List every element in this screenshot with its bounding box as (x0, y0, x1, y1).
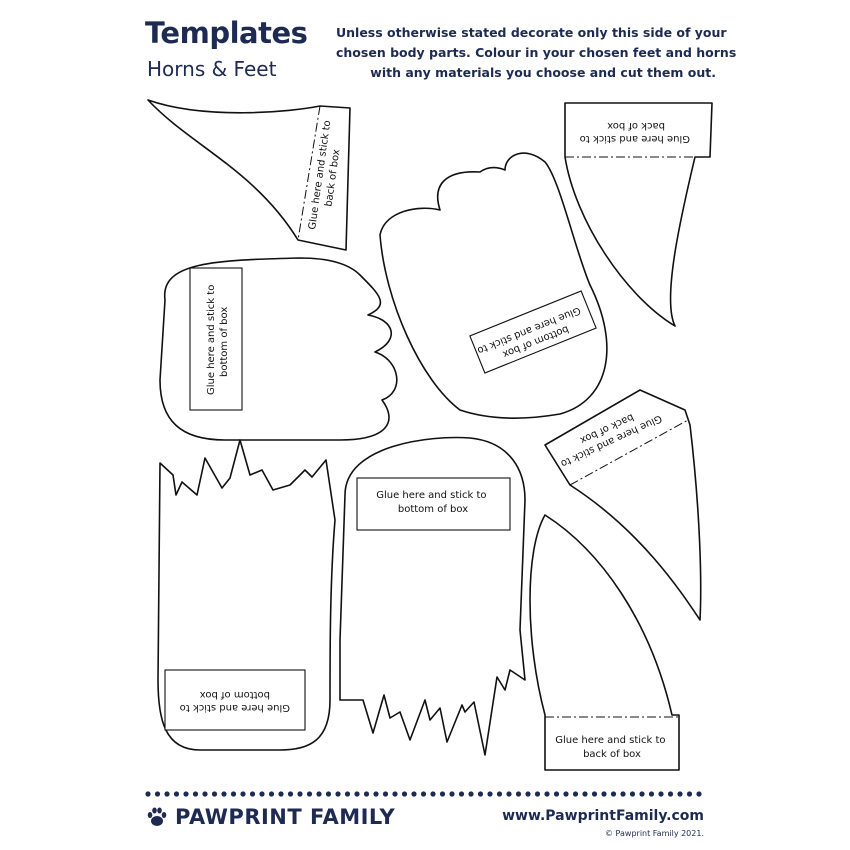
divider-dot (173, 791, 180, 797)
divider-dot (259, 791, 265, 797)
page-subtitle: Horns & Feet (147, 57, 277, 81)
divider-dot (363, 791, 370, 797)
divider-dot (458, 791, 465, 797)
divider-dot (667, 791, 674, 797)
divider-dot (582, 791, 588, 797)
instruction-line: with any materials you choose and cut th… (370, 65, 716, 80)
divider-dot (401, 791, 408, 797)
copyright: © Pawprint Family 2021. (605, 829, 704, 838)
divider-dot (572, 791, 579, 797)
divider-dot (439, 791, 446, 797)
divider-dot (534, 791, 541, 797)
divider-dot (563, 791, 569, 797)
divider-dot (316, 791, 322, 797)
divider-dot (344, 791, 351, 797)
divider-dot (221, 791, 227, 797)
divider-dot (430, 791, 436, 797)
divider-dot (230, 791, 237, 797)
divider-dot (335, 791, 341, 797)
brand: PAWPRINT FAMILY (145, 805, 395, 829)
divider-dot (449, 791, 455, 797)
instruction-line: Unless otherwise stated decorate only th… (336, 25, 727, 40)
divider-dot (629, 791, 636, 797)
svg-text:Glue here and stick to b: Glue here and stick to bottom of box (176, 689, 290, 713)
horn-bottom-right[interactable]: Glue here and stick to back of box (529, 514, 680, 771)
divider-dot (420, 791, 427, 797)
divider-dot (354, 791, 360, 797)
divider-dot (677, 791, 683, 797)
divider-dot (154, 791, 161, 797)
divider-dot (468, 791, 474, 797)
divider-dot (306, 791, 313, 797)
divider-dot (515, 791, 522, 797)
glue-label-line: Glue here and stick to (376, 490, 486, 501)
divider-dot (553, 791, 560, 797)
glue-area-box (469, 290, 597, 374)
divider-dot (601, 791, 607, 797)
divider-dot (297, 791, 303, 797)
glue-label-line: bottom of box (398, 504, 468, 515)
glue-label: Glue here and stick to bottom of box (376, 490, 490, 515)
divider-dot (373, 791, 379, 797)
divider-dot (496, 791, 503, 797)
divider-dot (287, 791, 294, 797)
divider-dot (639, 791, 645, 797)
svg-text:Glue here and stick to b: Glue here and stick to back of box (576, 120, 690, 144)
glue-label-line: Glue here and stick to (580, 133, 690, 144)
horn-top-left[interactable]: Glue here and stick to back of box (147, 99, 351, 251)
glue-label-line: Glue here and stick to (206, 285, 217, 395)
divider-dot (202, 791, 208, 797)
foot-bottom-mid[interactable]: Glue here and stick to bottom of box (339, 436, 526, 756)
divider-dot (487, 791, 493, 797)
divider-dot (686, 791, 693, 797)
divider-dot (696, 791, 702, 797)
divider-dot (249, 791, 256, 797)
foot-bottom-left[interactable]: Glue here and stick to bottom of box (157, 439, 336, 751)
glue-label-line: Glue here and stick to (180, 702, 290, 713)
glue-label-line: Glue here and stick to (555, 735, 665, 746)
glue-area-box (356, 477, 511, 531)
divider-dot (477, 791, 484, 797)
instruction-line: chosen body parts. Colour in your chosen… (336, 45, 737, 60)
divider-dot (164, 791, 170, 797)
foot-left[interactable]: Glue here and stick to bottom of box (159, 257, 398, 441)
dotted-divider (145, 791, 702, 797)
glue-label-line: back of box (583, 749, 641, 760)
divider-dot (392, 791, 398, 797)
svg-text:Glue here and stick to b: Glue here and stick to bottom of box (206, 281, 230, 395)
divider-dot (525, 791, 531, 797)
divider-dot (268, 791, 275, 797)
divider-dot (658, 791, 664, 797)
divider-dot (145, 791, 151, 797)
horn-top-right[interactable]: Glue here and stick to back of box (564, 102, 713, 327)
glue-label-line: bottom of box (219, 307, 230, 377)
brand-name: PAWPRINT FAMILY (175, 805, 396, 829)
divider-dot (648, 791, 655, 797)
divider-dot (544, 791, 550, 797)
divider-dot (620, 791, 626, 797)
glue-label: Glue here and stick to back of box (555, 735, 669, 760)
divider-dot (591, 791, 598, 797)
glue-area-box (189, 267, 243, 411)
foot-top-right[interactable]: Glue here and stick to bottom of box (379, 152, 608, 419)
glue-area-box (164, 669, 306, 731)
divider-dot (278, 791, 284, 797)
divider-dot (411, 791, 417, 797)
divider-dot (240, 791, 246, 797)
glue-label-line: bottom of box (200, 689, 270, 700)
divider-dot (192, 791, 199, 797)
divider-dot (610, 791, 617, 797)
divider-dot (506, 791, 512, 797)
website-link[interactable]: www.PawprintFamily.com (502, 808, 704, 824)
divider-dot (382, 791, 389, 797)
divider-dot (183, 791, 189, 797)
instructions: Unless otherwise stated decorate only th… (336, 23, 737, 83)
glue-label-line: back of box (607, 120, 665, 131)
page-title: Templates (145, 16, 308, 50)
paw-print-icon (147, 807, 167, 826)
divider-dot (211, 791, 218, 797)
divider-dot (325, 791, 332, 797)
